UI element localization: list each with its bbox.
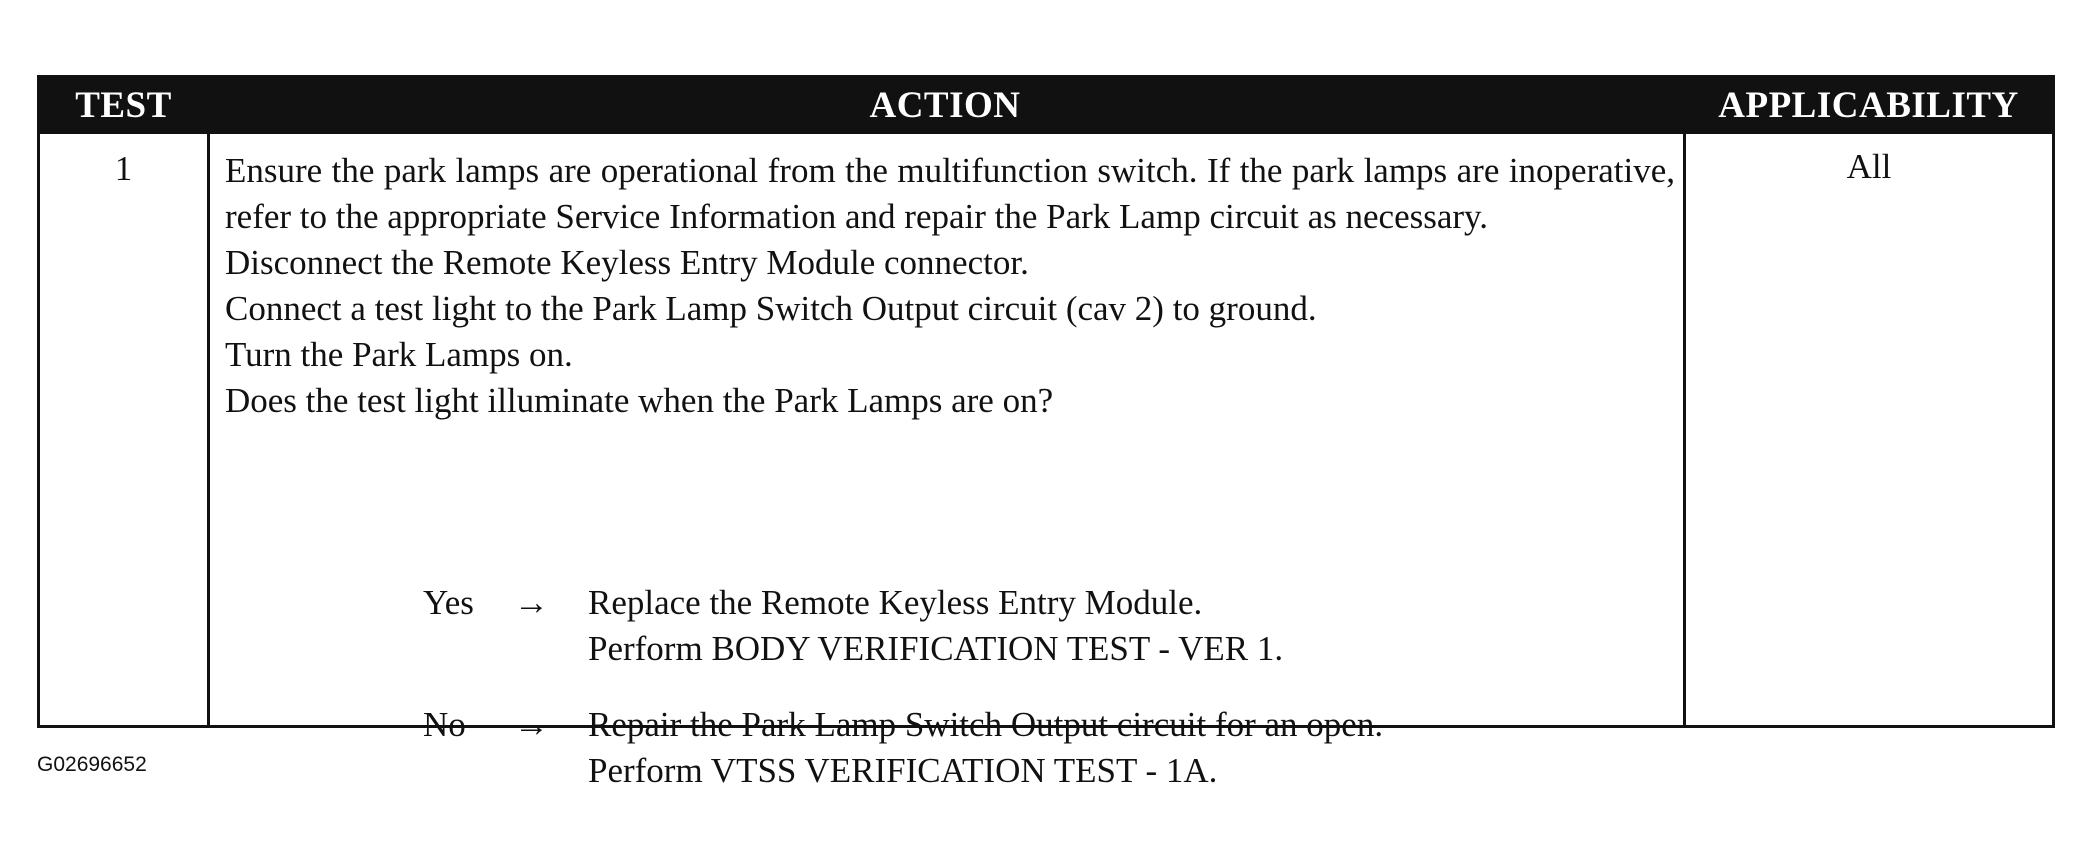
table-header: TEST ACTION APPLICABILITY	[40, 78, 2052, 134]
applicability-value: All	[1846, 147, 1892, 186]
outcome-yes-line1: Replace the Remote Keyless Entry Module.	[588, 583, 1203, 622]
outcome-no-label: No	[423, 705, 466, 744]
column-divider-action-applicability	[1683, 78, 1686, 725]
arrow-right-icon: →	[514, 705, 549, 744]
column-divider-test-action	[207, 78, 210, 725]
header-test: TEST	[75, 85, 172, 126]
action-step-2: Disconnect the Remote Keyless Entry Modu…	[225, 243, 1029, 282]
outcome-no-line1: Repair the Park Lamp Switch Output circu…	[588, 705, 1384, 744]
header-applicability: APPLICABILITY	[1718, 85, 2019, 126]
action-question: Does the test light illuminate when the …	[225, 381, 1054, 420]
outcome-yes-line2: Perform BODY VERIFICATION TEST - VER 1.	[588, 629, 1284, 668]
outcome-yes-label: Yes	[423, 583, 474, 622]
outcome-no-line2: Perform VTSS VERIFICATION TEST - 1A.	[588, 751, 1218, 790]
test-number: 1	[114, 149, 133, 188]
action-step-1: Ensure the park lamps are operational fr…	[225, 151, 1675, 236]
action-step-3: Connect a test light to the Park Lamp Sw…	[225, 289, 1317, 328]
diagnostic-test-table: TEST ACTION APPLICABILITY 1 All Ensure t…	[37, 75, 2055, 790]
figure-id: G02696652	[37, 753, 147, 776]
action-step-4: Turn the Park Lamps on.	[225, 335, 573, 374]
header-action: ACTION	[869, 85, 1021, 126]
arrow-right-icon: →	[514, 583, 549, 622]
action-instructions: Ensure the park lamps are operational fr…	[225, 134, 1675, 424]
